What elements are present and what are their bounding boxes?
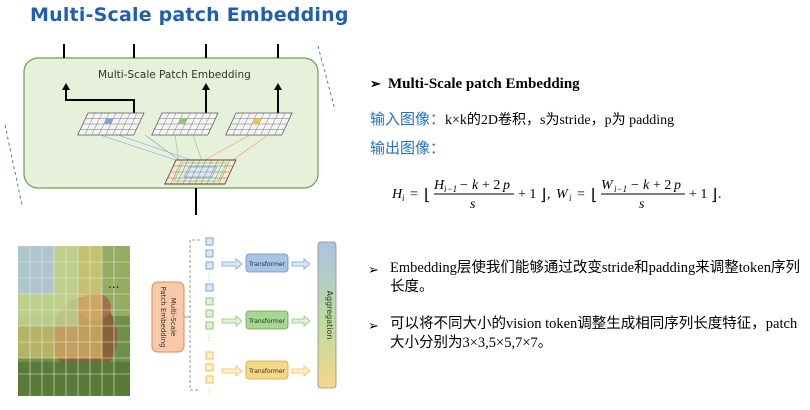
transformer-green — [245, 310, 289, 330]
svg-text:H: H — [392, 187, 403, 202]
svg-text:W: W — [601, 178, 614, 193]
mspe-top-diagram: Multi-Scale Patch Embedding — [4, 44, 336, 215]
bullet-1: ➢ Embedding层使我们能够通过改变stride和padding来调整tok… — [368, 259, 808, 297]
input-text: k×k的2D卷积，s为stride，p为 padding — [445, 113, 675, 128]
input-label: 输入图像： — [370, 110, 446, 128]
grid-1 — [77, 112, 145, 136]
svg-text:⋮: ⋮ — [205, 333, 213, 342]
svg-text:p: p — [673, 178, 681, 193]
svg-text:k: k — [643, 178, 650, 193]
svg-text:−: − — [460, 178, 468, 193]
mspe-vertical-box — [151, 281, 185, 353]
dog-image: ... — [18, 246, 130, 396]
mspe-label: Multi-Scale Patch Embedding — [98, 69, 251, 81]
svg-text:+ 1: + 1 — [518, 187, 536, 202]
arrow-bullet-icon: ➢ — [370, 76, 381, 91]
svg-text:i: i — [402, 193, 405, 203]
grid-2 — [151, 112, 219, 136]
svg-text:,: , — [547, 187, 551, 202]
svg-text:.: . — [718, 187, 722, 202]
svg-text:⋮: ⋮ — [205, 387, 213, 396]
svg-text:+ 1: + 1 — [689, 187, 707, 202]
svg-text:=: = — [577, 187, 585, 202]
svg-text:⋮: ⋮ — [205, 273, 213, 282]
input-line: 输入图像：k×k的2D卷积，s为stride，p为 padding — [370, 108, 674, 129]
output-label: 输出图像： — [370, 139, 446, 157]
svg-text:⌊: ⌊ — [424, 187, 430, 204]
svg-text:+ 2: + 2 — [653, 178, 671, 193]
aggregation-box — [317, 241, 337, 389]
svg-text:W: W — [556, 187, 569, 202]
transformer-blue — [245, 253, 289, 273]
input-grid — [164, 159, 237, 185]
transformer-blue-label: Transformer — [248, 261, 286, 268]
mspe-pipeline-diagram: ... Multi-Scale Patch Embedding ⋮ ⋮ ⋮ Tr… — [18, 237, 337, 396]
svg-text:=: = — [410, 187, 418, 202]
svg-text:i: i — [569, 193, 572, 203]
bullet-2: ➢ 可以将不同大小的vision token调整生成相同序列长度特征，patch大… — [368, 315, 808, 353]
svg-text:+ 2: + 2 — [482, 178, 500, 193]
arrow-bullet-icon: ➢ — [368, 318, 379, 333]
bullet-1-text: Embedding层使我们能够通过改变stride和padding来调整toke… — [390, 260, 800, 295]
svg-text:−: − — [631, 178, 639, 193]
svg-text:H: H — [433, 178, 445, 193]
svg-text:⌋: ⌋ — [711, 187, 717, 204]
section-heading: ➢ Multi-Scale patch Embedding — [370, 76, 580, 93]
mspe-vertical-label-1: Multi-Scale — [169, 298, 177, 336]
blue-tokens: ⋮ — [205, 237, 214, 292]
output-line: 输出图像： — [370, 137, 445, 158]
transformer-yellow — [245, 360, 289, 380]
transformer-green-label: Transformer — [248, 318, 286, 325]
svg-text:p: p — [502, 178, 510, 193]
slide-title: Multi-Scale patch Embedding — [30, 4, 349, 26]
svg-text:⌋: ⌋ — [540, 187, 546, 204]
heading-text: Multi-Scale patch Embedding — [388, 76, 580, 92]
mspe-vertical-label-2: Patch Embedding — [159, 286, 167, 347]
svg-text:s: s — [470, 197, 476, 212]
svg-text:i−1: i−1 — [614, 184, 627, 194]
arrow-bullet-icon: ➢ — [368, 262, 379, 277]
svg-text:⌊: ⌊ — [591, 187, 597, 204]
green-tokens: ⋮ — [205, 297, 214, 342]
output-size-formula: H i = ⌊ H i−1 − k + 2 p s + 1 ⌋ , W i = … — [392, 178, 722, 212]
grid-3 — [225, 112, 293, 136]
svg-text:s: s — [639, 197, 645, 212]
yellow-tokens: ⋮ — [205, 351, 214, 396]
svg-text:k: k — [472, 178, 479, 193]
aggregation-label: Aggregation — [325, 291, 334, 340]
svg-text:...: ... — [108, 277, 119, 291]
bullet-2-text: 可以将不同大小的vision token调整生成相同序列长度特征，patch大小… — [390, 316, 798, 351]
svg-text:i−1: i−1 — [444, 184, 457, 194]
transformer-yellow-label: Transformer — [248, 368, 286, 375]
